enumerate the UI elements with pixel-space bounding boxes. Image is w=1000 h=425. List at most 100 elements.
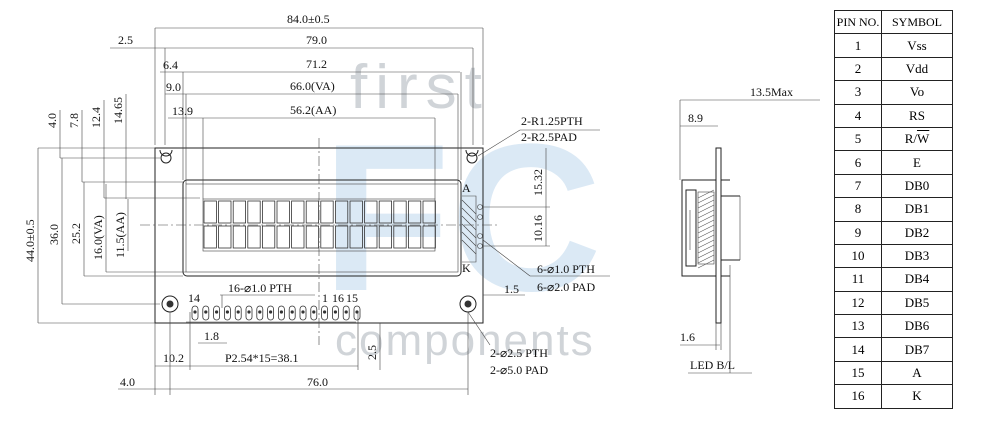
dim-14-65: 14.65 — [111, 97, 125, 124]
pin-pad — [288, 305, 296, 321]
dim-8-9: 8.9 — [688, 111, 703, 125]
pin-symbol: DB3 — [881, 243, 953, 269]
character-cell — [407, 200, 422, 224]
pin-table-header: PIN NO. SYMBOL — [834, 9, 953, 35]
led-cathode-label: K — [462, 261, 471, 275]
pin-header-row — [191, 305, 361, 321]
pin-number: 10 — [834, 243, 882, 269]
character-cell — [364, 225, 378, 249]
pin-hole — [312, 310, 316, 314]
pin-pad — [321, 305, 329, 321]
pin-number: 3 — [834, 80, 882, 105]
pin-number: 5 — [834, 126, 882, 152]
pin-symbol-text: DB7 — [904, 341, 930, 357]
hatch-line — [697, 249, 715, 259]
pin-symbol-text: Vss — [907, 37, 927, 53]
side-pcb — [715, 147, 722, 324]
front-view — [140, 138, 500, 345]
pin-number: 16 — [834, 384, 882, 409]
watermark-components: components — [335, 316, 595, 365]
pin-symbol: A — [881, 360, 953, 386]
pin-symbol-text: DB1 — [904, 201, 930, 217]
hatch-line — [697, 189, 715, 199]
dim-hole-spacing: 79.0 — [306, 33, 327, 47]
led-holes-pth-label: 6-⌀1.0 PTH — [537, 262, 595, 276]
pin-symbol-overline: W — [917, 131, 930, 147]
pin-symbol: DB4 — [881, 267, 953, 292]
dim-height-max: 13.5Max — [750, 85, 793, 99]
pin-number: 8 — [834, 197, 882, 222]
pin-hole — [258, 310, 262, 314]
hatch-line — [697, 204, 715, 214]
pin-hole — [215, 310, 219, 314]
pin-symbol: DB2 — [881, 220, 953, 245]
character-cell — [203, 225, 217, 249]
dim-15-32: 15.32 — [531, 169, 545, 196]
hatch-line — [697, 214, 715, 224]
pin-number: 2 — [834, 56, 882, 82]
pin-symbol: DB5 — [881, 290, 953, 316]
pin-pad — [223, 305, 231, 321]
pin-hole — [269, 310, 273, 314]
side-glass — [685, 189, 697, 267]
dim-hole-span: 76.0 — [307, 375, 328, 389]
pin-number: 14 — [834, 337, 882, 362]
top-dimensions: 84.0±0.5 2.5 79.0 6.4 71.2 9.0 66.0(VA) … — [110, 12, 484, 199]
hatch-line — [697, 209, 715, 219]
pin-symbol: RS — [881, 103, 953, 128]
character-cell — [291, 200, 305, 224]
pin-symbol-text: RS — [909, 107, 925, 123]
header-pin-no: PIN NO. — [834, 9, 882, 35]
pin-number: 7 — [834, 173, 882, 199]
pin-14-label: 14 — [188, 291, 200, 305]
character-cell — [276, 200, 290, 224]
hatch-line — [697, 244, 715, 254]
character-cell — [218, 225, 232, 249]
led-holes-pad-label: 6-⌀2.0 PAD — [537, 280, 595, 294]
pin-symbol-text: Vo — [909, 84, 925, 100]
pin-pad — [342, 305, 350, 321]
pin-symbol-text: DB3 — [904, 248, 930, 264]
pin-symbol-text: DB5 — [904, 294, 930, 310]
hatch-line — [697, 239, 715, 249]
character-cell — [378, 225, 393, 249]
pin-number: 6 — [834, 150, 882, 175]
mount-notch-right-inner — [466, 152, 478, 164]
hatch-line — [697, 254, 715, 264]
table-row: 8 DB1 — [834, 197, 953, 222]
character-cell — [247, 225, 261, 249]
character-cell — [232, 225, 246, 249]
pin-hole — [301, 310, 305, 314]
dim-6-4: 6.4 — [163, 58, 178, 72]
dim-36-0: 36.0 — [47, 224, 61, 245]
hatch-line — [697, 224, 715, 234]
pin-hole — [247, 310, 251, 314]
pin-pad — [191, 305, 199, 321]
dim-9-0: 9.0 — [166, 80, 181, 94]
table-row: 10 DB3 — [834, 243, 953, 269]
pin-number: 1 — [834, 33, 882, 58]
mount-notch-left — [159, 149, 173, 157]
character-cell — [422, 200, 436, 224]
dim-10-2: 10.2 — [163, 351, 184, 365]
hatch-line — [697, 259, 715, 269]
pin-symbol: R/W — [881, 126, 953, 152]
dim-active-height: 11.5(AA) — [113, 212, 127, 258]
table-row: 3 Vo — [834, 80, 953, 105]
pin-symbol-text: DB6 — [904, 318, 930, 334]
pin-pad — [245, 305, 253, 321]
pin-hole — [344, 310, 348, 314]
dim-view-area: 66.0(VA) — [290, 79, 335, 93]
pin-symbol-text: E — [913, 154, 921, 170]
pin-pad — [267, 305, 275, 321]
pin-symbol: DB1 — [881, 197, 953, 222]
character-cell — [203, 200, 217, 224]
character-cell — [393, 225, 407, 249]
